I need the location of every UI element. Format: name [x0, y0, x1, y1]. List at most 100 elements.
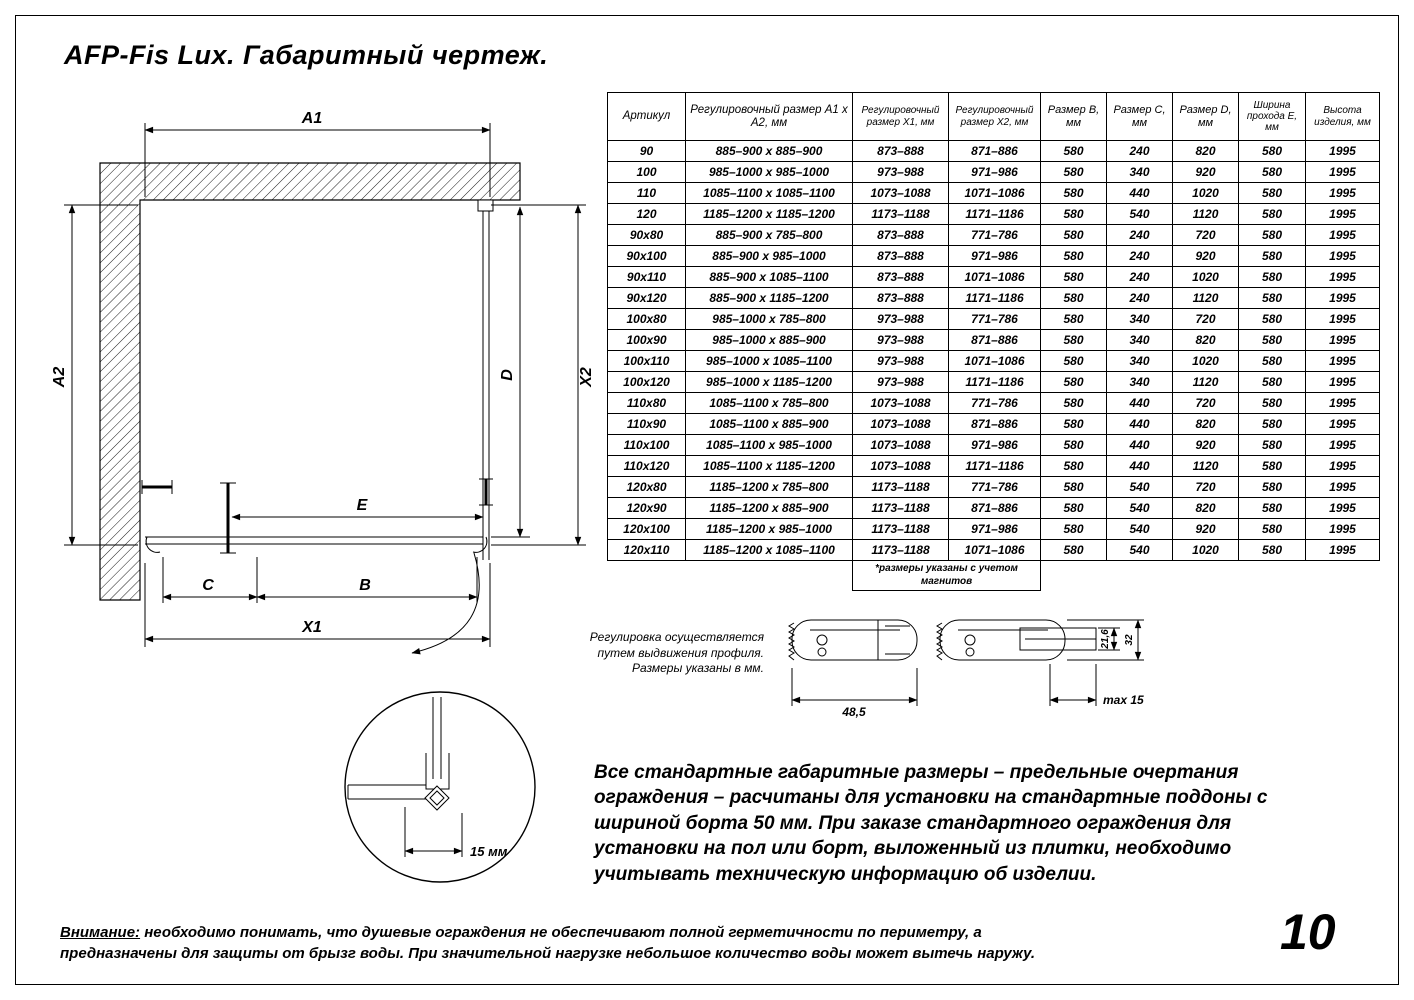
value-cell: 440 [1106, 413, 1173, 435]
standard-sizes-note: Все стандартные габаритные размеры – пре… [594, 762, 1268, 885]
column-header: Артикул [607, 92, 686, 141]
value-cell: 971–986 [948, 245, 1041, 267]
profile-sections: 48,5 21,6 32 max 15 [788, 619, 1144, 719]
column-header: Ширина прохода Е, мм [1238, 92, 1306, 141]
detail-circle [344, 691, 536, 883]
article-cell: 100x120 [607, 371, 686, 393]
value-cell: 920 [1172, 245, 1239, 267]
value-cell: 971–986 [948, 518, 1041, 540]
article-cell: 100x80 [607, 308, 686, 330]
value-cell: 1171–1186 [948, 203, 1041, 225]
warning-note: Внимание: необходимо понимать, что душев… [60, 922, 1070, 964]
value-cell: 1995 [1305, 455, 1380, 477]
value-cell: 580 [1238, 224, 1306, 246]
value-cell: 1995 [1305, 182, 1380, 204]
value-cell: 1120 [1172, 455, 1239, 477]
dim-label-e: E [357, 497, 369, 514]
value-cell: 1995 [1305, 266, 1380, 288]
value-cell: 580 [1040, 161, 1107, 183]
value-cell: 871–886 [948, 140, 1041, 162]
dim-label-d: D [499, 369, 516, 381]
article-cell: 100x110 [607, 350, 686, 372]
value-cell: 1020 [1172, 350, 1239, 372]
value-cell: 580 [1238, 245, 1306, 267]
value-cell: 240 [1106, 245, 1173, 267]
value-cell: 1020 [1172, 539, 1239, 561]
value-cell: 580 [1040, 224, 1107, 246]
value-cell: 1073–1088 [852, 434, 949, 456]
magnet-seal-symbol [424, 785, 450, 811]
value-cell: 580 [1040, 266, 1107, 288]
value-cell: 580 [1040, 497, 1107, 519]
value-cell: 1120 [1172, 203, 1239, 225]
value-cell: 440 [1106, 182, 1173, 204]
profile-dim-height: 32 [1124, 634, 1135, 646]
detail-leader-arrow [411, 552, 480, 655]
value-cell: 1995 [1305, 140, 1380, 162]
profile-dim-arm-height: 21,6 [1100, 629, 1111, 650]
value-cell: 240 [1106, 224, 1173, 246]
value-cell: 885–900 x 885–900 [685, 140, 853, 162]
warning-label: Внимание: [60, 924, 141, 941]
value-cell: 1185–1200 x 785–800 [685, 476, 853, 498]
value-cell: 580 [1238, 413, 1306, 435]
value-cell: 820 [1172, 329, 1239, 351]
value-cell: 771–786 [948, 308, 1041, 330]
value-cell: 580 [1238, 392, 1306, 414]
value-cell: 1995 [1305, 371, 1380, 393]
value-cell: 720 [1172, 224, 1239, 246]
value-cell: 873–888 [852, 140, 949, 162]
value-cell: 885–900 x 1185–1200 [685, 287, 853, 309]
value-cell: 580 [1040, 518, 1107, 540]
value-cell: 580 [1238, 287, 1306, 309]
spacer-cell [1041, 561, 1380, 591]
wall-hatching [99, 162, 521, 601]
value-cell: 985–1000 x 1185–1200 [685, 371, 853, 393]
value-cell: 1071–1086 [948, 182, 1041, 204]
value-cell: 885–900 x 985–1000 [685, 245, 853, 267]
value-cell: 580 [1040, 329, 1107, 351]
value-cell: 340 [1106, 161, 1173, 183]
warning-text: необходимо понимать, что душевые огражде… [60, 924, 1036, 962]
value-cell: 1073–1088 [852, 392, 949, 414]
value-cell: 580 [1040, 182, 1107, 204]
profile-dim-width: 48,5 [841, 705, 866, 719]
value-cell: 440 [1106, 455, 1173, 477]
article-cell: 120x100 [607, 518, 686, 540]
value-cell: 920 [1172, 161, 1239, 183]
value-cell: 340 [1106, 329, 1173, 351]
value-cell: 873–888 [852, 287, 949, 309]
profile-hardware [141, 478, 493, 554]
column-header: Размер D, мм [1172, 92, 1239, 141]
page-title: AFP-Fis Lux. Габаритный чертеж. [64, 40, 549, 70]
dim-label-x1: X1 [301, 619, 322, 636]
value-cell: 1995 [1305, 497, 1380, 519]
page-number: 10 [1280, 904, 1336, 960]
value-cell: 1995 [1305, 518, 1380, 540]
value-cell: 580 [1238, 539, 1306, 561]
value-cell: 440 [1106, 392, 1173, 414]
value-cell: 873–888 [852, 224, 949, 246]
value-cell: 540 [1106, 476, 1173, 498]
value-cell: 1995 [1305, 392, 1380, 414]
value-cell: 973–988 [852, 329, 949, 351]
column-header: Регулировочный размер А1 х А2, мм [685, 92, 853, 141]
column-header: Регулировочный размер Х2, мм [948, 92, 1041, 141]
article-cell: 100x90 [607, 329, 686, 351]
value-cell: 1171–1186 [948, 287, 1041, 309]
value-cell: 985–1000 x 1085–1100 [685, 350, 853, 372]
value-cell: 580 [1238, 203, 1306, 225]
value-cell: 580 [1238, 434, 1306, 456]
